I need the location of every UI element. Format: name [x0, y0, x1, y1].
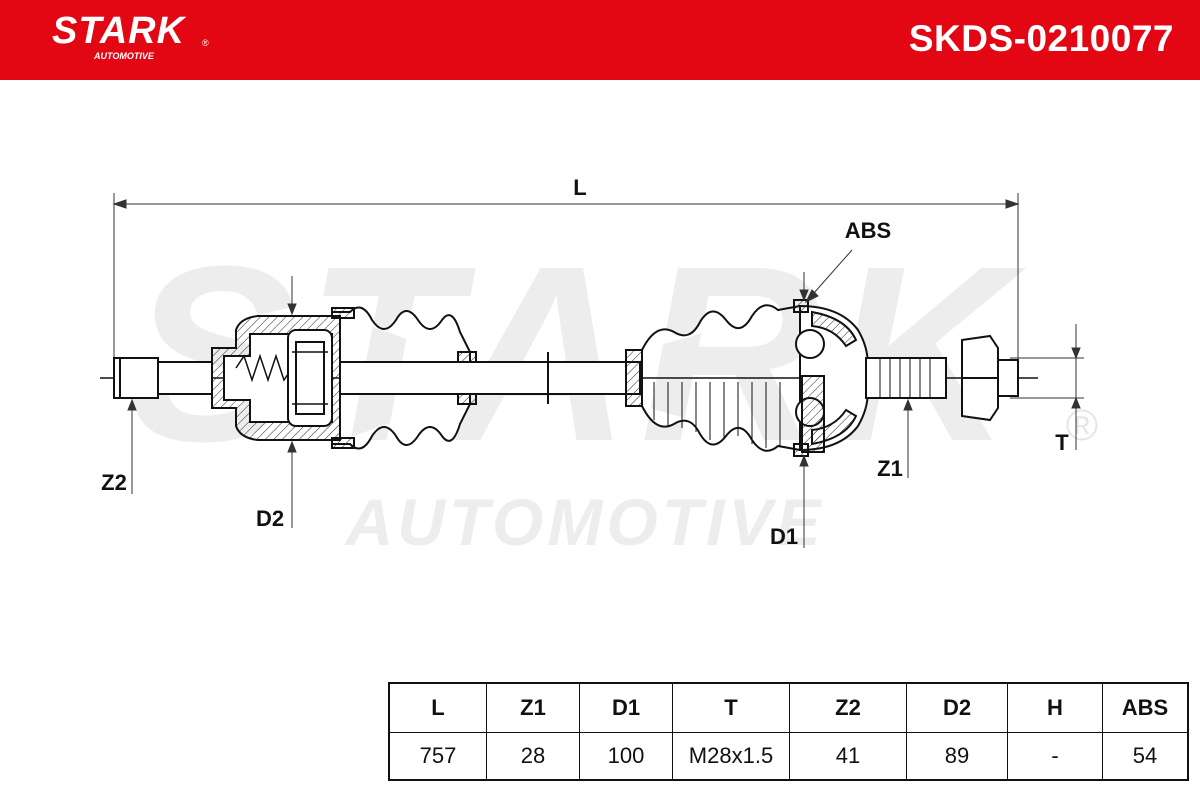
spec-header-cell: D1: [579, 682, 673, 733]
part-number: SKDS-0210077: [908, 18, 1174, 59]
spec-header-cell: D2: [906, 682, 1008, 733]
header-bar: STARK AUTOMOTIVE ® SKDS-0210077: [0, 0, 1200, 80]
dimension-D1: [799, 272, 809, 548]
spec-header-cell: Z1: [486, 682, 580, 733]
label-Z2: Z2: [101, 470, 127, 495]
watermark-registered-icon: ®: [1066, 401, 1098, 450]
spec-header-cell: L: [388, 682, 487, 733]
drive-shaft-drawing: STARK AUTOMOTIVE ® L: [100, 175, 1098, 559]
label-D1: D1: [770, 524, 798, 549]
spec-value-cell: M28x1.5: [672, 732, 790, 781]
label-ABS: ABS: [845, 218, 891, 243]
spec-header-cell: H: [1007, 682, 1103, 733]
spec-value-row: 757 28 100 M28x1.5 41 89 - 54: [388, 732, 1189, 781]
dimension-Z2: [127, 398, 137, 494]
spec-header-cell: T: [672, 682, 790, 733]
label-T: T: [1055, 430, 1069, 455]
spec-header-row: L Z1 D1 T Z2 D2 H ABS: [388, 682, 1189, 733]
stark-logo: STARK AUTOMOTIVE ®: [52, 10, 209, 62]
outer-cv-joint: [793, 299, 869, 457]
dimension-Z1: [903, 398, 913, 478]
spec-value-cell: 54: [1102, 732, 1189, 781]
inner-stub-shaft: [113, 357, 213, 399]
dimension-L: [112, 193, 1020, 380]
spec-header-cell: ABS: [1102, 682, 1189, 733]
watermark-automotive: AUTOMOTIVE: [344, 485, 825, 559]
spec-value-cell: 41: [789, 732, 907, 781]
tripod-joint: [211, 315, 341, 441]
logo-brand: STARK: [52, 10, 186, 52]
main-shaft: [339, 349, 643, 407]
logo-sub: AUTOMOTIVE: [94, 51, 154, 61]
dimension-T: [1010, 324, 1084, 450]
spec-value-cell: 28: [486, 732, 580, 781]
label-L: L: [573, 175, 586, 200]
spec-value-cell: -: [1007, 732, 1103, 781]
spec-table: L Z1 D1 T Z2 D2 H ABS 757 28 100 M28x1.5…: [388, 682, 1189, 781]
abs-ring: [801, 375, 825, 453]
outer-stub-shaft: [865, 334, 1019, 422]
label-D2: D2: [256, 506, 284, 531]
spec-value-cell: 89: [906, 732, 1008, 781]
dimension-D2: [287, 276, 297, 528]
spec-value-cell: 100: [579, 732, 673, 781]
registered-icon: ®: [202, 38, 209, 48]
dimension-ABS: [804, 249, 853, 304]
spec-header-cell: Z2: [789, 682, 907, 733]
outer-boot: [641, 304, 801, 452]
spec-value-cell: 757: [388, 732, 487, 781]
label-Z1: Z1: [877, 456, 903, 481]
